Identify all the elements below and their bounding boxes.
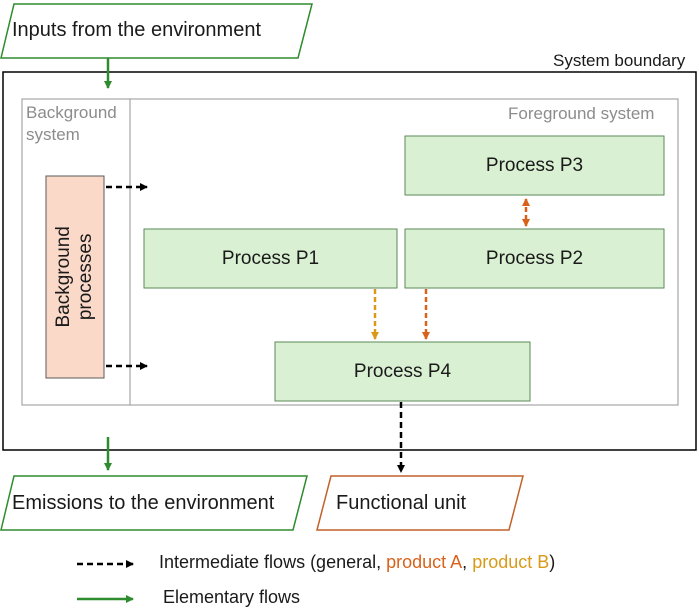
process-p3-label: Process P3 (485, 154, 584, 176)
legend-separator: , (462, 552, 473, 572)
process-p3-box (404, 135, 665, 196)
system-boundary-label: System boundary (553, 51, 686, 70)
emissions-label: Emissions to the environment (12, 491, 275, 514)
process-p4-box (274, 341, 531, 402)
inputs-shape (0, 3, 313, 59)
legend-product-a: product A (386, 552, 463, 572)
legend-product-b: product B (472, 552, 550, 572)
process-p2-label: Process P2 (485, 247, 584, 269)
inner-region (21, 98, 679, 406)
inputs-label: Inputs from the environment (12, 18, 262, 41)
process-p1-box (143, 228, 398, 289)
process-p2-box (404, 228, 665, 289)
functional-unit-shape (316, 475, 524, 531)
legend-intermediate-prefix: Intermediate flows (general, (159, 552, 387, 572)
foreground-system-label: Foreground system (508, 104, 655, 123)
emissions-shape (0, 475, 308, 531)
background-system-label: Background system (26, 103, 117, 145)
legend-elementary-text: Elementary flows (163, 587, 301, 607)
functional-unit-label: Functional unit (336, 491, 467, 514)
background-processes-box (45, 175, 105, 379)
legend-suffix: ) (549, 552, 556, 572)
process-p4-label: Process P4 (353, 360, 452, 382)
system-boundary (2, 71, 697, 451)
background-processes-label: Background processes (53, 226, 96, 328)
process-p1-label: Process P1 (221, 247, 320, 269)
legend-intermediate-text: Intermediate flows (general, product A, … (159, 553, 555, 571)
